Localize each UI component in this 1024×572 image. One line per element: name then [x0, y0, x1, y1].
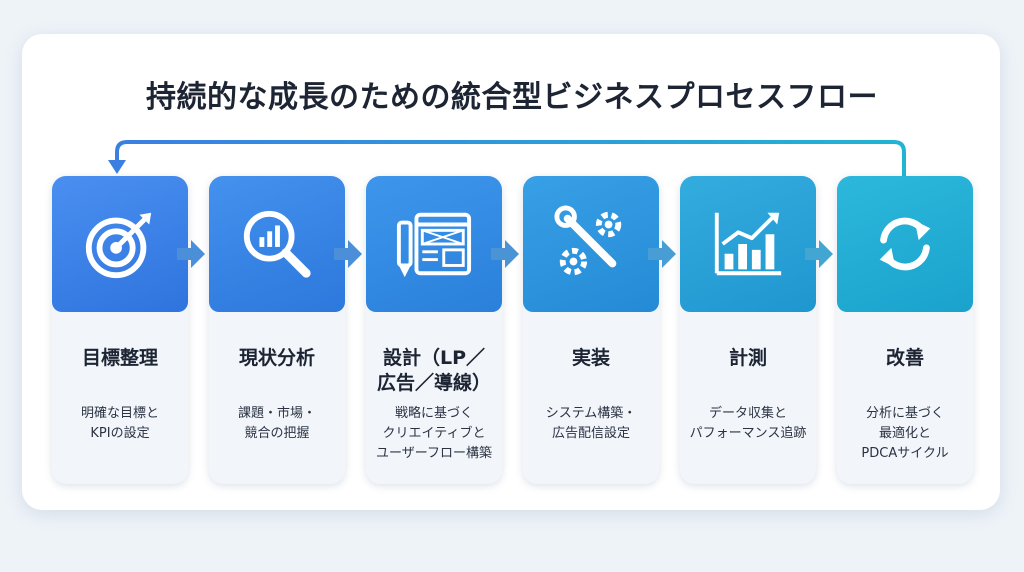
bar-chart-trend-icon	[714, 212, 782, 276]
step-card-design: 設計（LP／ 広告／導線） 戦略に基づく クリエイティブと ユーザーフロー構築	[366, 176, 502, 484]
step-title: 改善	[885, 347, 924, 369]
step-icon-box	[52, 176, 188, 312]
step-icon-box	[523, 176, 659, 312]
step-arrow-icon	[177, 240, 205, 268]
step-card-implementation: 実装 システム構築・ 広告配信設定	[523, 176, 659, 484]
step-description: 明確な目標と KPIの設定	[80, 406, 159, 442]
step-card-improvement: 改善 分析に基づく 最適化と PDCAサイクル	[837, 176, 973, 484]
magnifier-chart-icon	[243, 210, 311, 278]
step-icon-box	[209, 176, 345, 312]
step-arrow-icon	[805, 240, 833, 268]
target-icon	[85, 212, 152, 279]
step-description: 課題・市場・ 競合の把握	[237, 406, 316, 442]
step-description: データ収集と パフォーマンス追跡	[689, 406, 807, 442]
step-description: 戦略に基づく クリエイティブと ユーザーフロー構築	[376, 406, 492, 462]
step-card-goal: 目標整理 明確な目標と KPIの設定	[52, 176, 188, 484]
step-title: 実装	[571, 347, 610, 369]
diagram-title: 持続的な成長のための統合型ビジネスプロセスフロー	[146, 80, 878, 115]
step-title: 目標整理	[81, 347, 158, 369]
step-arrow-icon	[648, 240, 676, 268]
step-description: 分析に基づく 最適化と PDCAサイクル	[861, 406, 949, 462]
step-card-analysis: 現状分析 課題・市場・ 競合の把握	[209, 176, 345, 484]
step-title: 計測	[728, 347, 767, 369]
step-icon-box	[837, 176, 973, 312]
step-icon-box	[366, 176, 502, 312]
step-arrow-icon	[334, 240, 362, 268]
wireframe-pencil-icon	[396, 212, 472, 278]
step-arrow-icon	[491, 240, 519, 268]
refresh-cycle-icon	[879, 217, 931, 271]
wrench-gears-icon	[554, 205, 622, 276]
step-title: 設計（LP／ 広告／導線）	[376, 347, 491, 394]
step-title: 現状分析	[238, 347, 315, 369]
step-description: システム構築・ 広告配信設定	[545, 406, 637, 442]
step-card-measurement: 計測 データ収集と パフォーマンス追跡	[680, 176, 816, 484]
step-icon-box	[680, 176, 816, 312]
